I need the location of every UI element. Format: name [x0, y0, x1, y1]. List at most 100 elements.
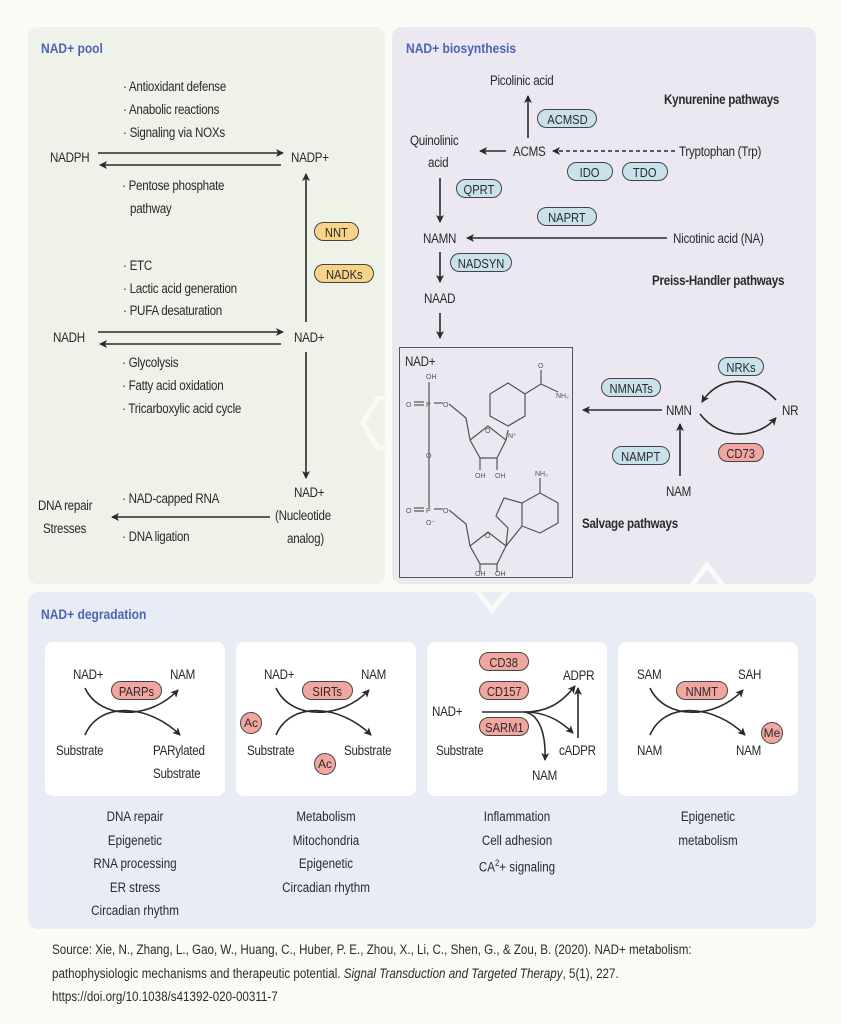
svg-text:O⁻: O⁻: [426, 520, 435, 527]
enzyme-naprt: NAPRT: [537, 207, 597, 226]
tryptophan: Tryptophan (Trp): [679, 144, 762, 159]
parps-product-2: Substrate: [153, 766, 201, 781]
nadh-forward-2: · Lactic acid generation: [123, 281, 237, 296]
nadph-forward-3: · Signaling via NOXs: [123, 125, 225, 140]
nadh-reverse-2: · Fatty acid oxidation: [122, 378, 224, 393]
methyl-tag: Me: [761, 722, 783, 744]
enzyme-qprt: QPRT: [456, 179, 502, 198]
role-item: ER stress: [109, 879, 161, 895]
enzyme-nnmt: NNMT: [676, 681, 728, 700]
acms: ACMS: [513, 144, 546, 159]
acetyl-tag-1: Ac: [240, 712, 262, 734]
svg-text:O: O: [443, 508, 449, 515]
sirts-substrate: Substrate: [247, 743, 295, 758]
nmn: NMN: [666, 403, 692, 418]
nadph-reverse-1: · Pentose phosphate: [122, 178, 225, 193]
enzyme-nampt: NAMPT: [612, 446, 670, 465]
outcome-dna-repair: DNA repair: [38, 498, 93, 513]
parps-substrate: Substrate: [56, 743, 104, 758]
nnmt-nam-out: NAM: [736, 743, 762, 758]
role-item: Cell adhesion: [481, 832, 553, 848]
svg-text:O: O: [426, 453, 432, 460]
parps-roles: DNA repair Epigenetic RNA processing ER …: [45, 805, 225, 923]
nnmt-nam-in: NAM: [637, 743, 663, 758]
nucleotide-label-2: (Nucleotide: [275, 508, 331, 523]
svg-text:NH₂: NH₂: [535, 471, 548, 478]
parps-nam: NAM: [170, 667, 196, 682]
nr: NR: [782, 403, 799, 418]
acetyl-tag-2: Ac: [314, 753, 336, 775]
picolinic-acid: Picolinic acid: [490, 73, 554, 88]
svg-text:O: O: [406, 402, 412, 409]
card-nnmt: [618, 642, 798, 796]
sirts-roles: Metabolism Mitochondria Epigenetic Circa…: [236, 805, 416, 899]
role-item: Metabolism: [296, 809, 356, 824]
parps-nad: NAD+: [73, 667, 104, 682]
enzyme-ido: IDO: [567, 162, 613, 181]
cd38-nad: NAD+: [432, 704, 463, 719]
nnmt-roles: Epigenetic metabolism: [618, 805, 798, 852]
sirts-nad: NAD+: [264, 667, 295, 682]
nadh-reverse-3: · Tricarboxylic acid cycle: [122, 401, 242, 416]
nadh-label: NADH: [53, 330, 85, 345]
role-item: Epigenetic: [107, 832, 163, 848]
nucleotide-label-3: analog): [287, 531, 324, 546]
cd38-roles: Inflammation Cell adhesion CA2+ signalin…: [427, 805, 607, 879]
nnmt-sah: SAH: [738, 667, 762, 682]
naad: NAAD: [424, 291, 456, 306]
enzyme-nrks: NRKs: [718, 357, 764, 376]
enzyme-cd73: CD73: [718, 443, 764, 462]
nadh-reverse-1: · Glycolysis: [122, 355, 179, 370]
role-item: metabolism: [678, 832, 738, 848]
molecule-label: NAD+: [405, 354, 436, 369]
source-line-2: pathophysiologic mechanisms and therapeu…: [52, 965, 619, 981]
nad-label: NAD+: [294, 330, 325, 345]
enzyme-sirts: SIRTs: [302, 681, 353, 700]
enzyme-nnt: NNT: [314, 222, 359, 241]
svg-text:O: O: [485, 428, 491, 435]
arrow-nr-to-nmn: [701, 380, 777, 403]
svg-text:N⁺: N⁺: [508, 433, 517, 440]
namn: NAMN: [423, 231, 457, 246]
enzyme-cd38: CD38: [479, 652, 529, 671]
role-item: Circadian rhythm: [91, 903, 179, 918]
arrow-nmn-to-nr: [699, 413, 777, 435]
card-parps: [45, 642, 225, 796]
enzyme-parps: PARPs: [111, 681, 162, 700]
svg-text:NH₂: NH₂: [556, 393, 569, 400]
kynurenine-pathways-label: Kynurenine pathways: [664, 92, 780, 107]
nnmt-sam: SAM: [637, 667, 662, 682]
svg-text:OH: OH: [495, 473, 506, 480]
source-citation: Source: Xie, N., Zhang, L., Gao, W., Hua…: [52, 938, 692, 1009]
sirts-product: Substrate: [344, 743, 392, 758]
svg-text:OH: OH: [475, 571, 486, 578]
role-item: Inflammation: [483, 809, 551, 824]
role-item: Epigenetic: [298, 856, 354, 871]
enzyme-cd157: CD157: [479, 681, 529, 700]
svg-text:O: O: [443, 402, 449, 409]
nadp-label: NADP+: [291, 150, 329, 165]
nad-biosynthesis-panel: [392, 27, 816, 584]
role-item: RNA processing: [93, 856, 177, 871]
nucleotide-role-1: · NAD-capped RNA: [122, 491, 220, 506]
enzyme-tdo: TDO: [622, 162, 668, 181]
quinolinic-acid-1: Quinolinic: [410, 133, 459, 148]
cd38-substrate: Substrate: [436, 743, 484, 758]
adpr: ADPR: [563, 668, 595, 683]
outcome-stresses: Stresses: [43, 521, 87, 536]
quinolinic-acid-2: acid: [428, 155, 449, 170]
source-doi-link[interactable]: https://doi.org/10.1038/s41392-020-00311…: [52, 989, 278, 1004]
cadpr: cADPR: [559, 743, 596, 758]
nucleotide-label-1: NAD+: [294, 485, 325, 500]
enzyme-nadsyn: NADSYN: [450, 253, 512, 272]
nadph-forward-1: · Antioxidant defense: [123, 79, 227, 94]
nucleotide-role-2: · DNA ligation: [122, 529, 190, 544]
nadph-forward-2: · Anabolic reactions: [123, 102, 220, 117]
nam: NAM: [666, 484, 692, 499]
nadh-forward-1: · ETC: [123, 258, 153, 273]
biosynthesis-title: NAD+ biosynthesis: [406, 40, 517, 56]
